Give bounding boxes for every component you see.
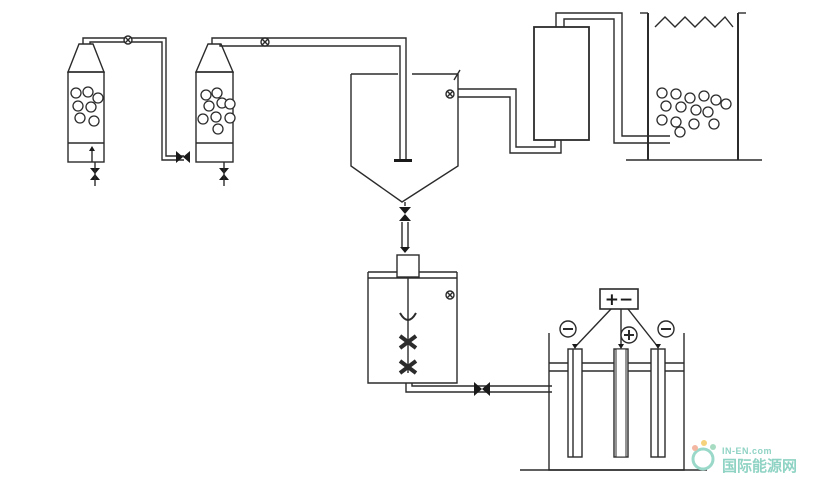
pipe-column2-to-settling-tank (211, 37, 412, 162)
electrode-terminal-center (620, 326, 638, 344)
power-wires (572, 308, 661, 349)
separator-box (533, 26, 590, 141)
pipe-settling-to-separator (458, 88, 562, 154)
valve-column-2-inlet (219, 162, 229, 186)
pipe-mixing-to-electrolysis (405, 382, 552, 396)
packed-column-2 (194, 43, 236, 186)
dc-power-supply: +− (599, 288, 639, 310)
power-supply-symbol: +− (605, 290, 634, 310)
watermark-cjk: 国际能源网 (722, 457, 797, 475)
valve-column-1-inlet (90, 162, 100, 186)
leaf-logo-icon (691, 440, 716, 471)
electrode-left (567, 348, 583, 458)
packed-column-1 (66, 43, 106, 186)
pipe-separator-to-packed-tank (555, 12, 670, 144)
packed-tank (626, 12, 762, 161)
impeller-lower (398, 359, 418, 375)
electrolysis-cell (520, 333, 707, 471)
pipe-column1-to-column2 (82, 35, 190, 163)
electrode-terminal-right (657, 320, 675, 338)
watermark-latin: IN-EN.com (722, 446, 772, 456)
electrode-terminal-left (559, 320, 577, 338)
impeller-upper (398, 334, 418, 350)
conical-settling-tank (350, 69, 461, 253)
stirred-mixing-tank (367, 254, 458, 384)
watermark: IN-EN.com 国际能源网 (691, 440, 797, 475)
